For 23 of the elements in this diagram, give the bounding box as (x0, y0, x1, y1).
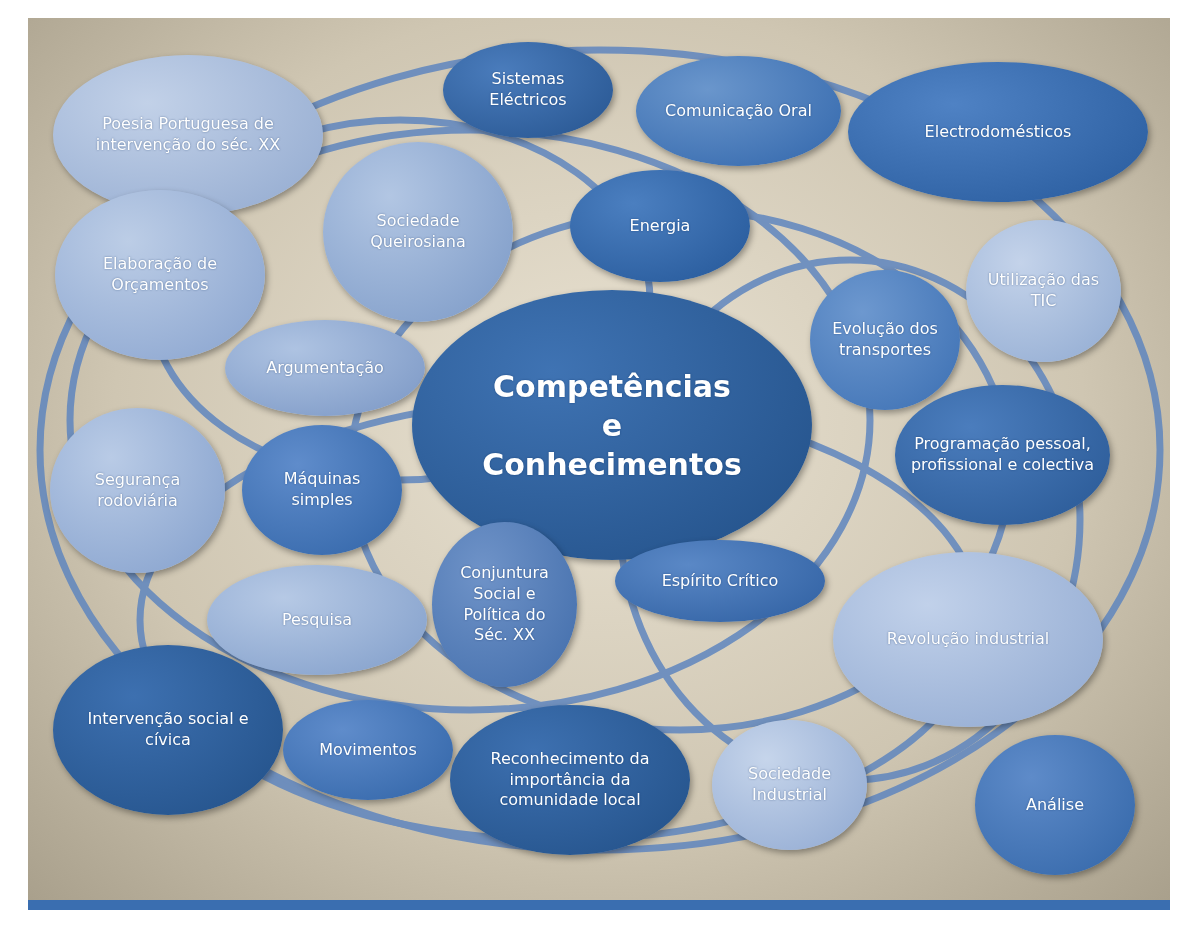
topic-label: Máquinas simples (282, 469, 362, 511)
topic-label: Energia (629, 215, 691, 237)
topic-label: Utilização das TIC (986, 270, 1101, 312)
topic-label: Revolução industrial (886, 629, 1050, 650)
topic-label: Argumentação (266, 357, 384, 379)
topic-label: Segurança rodoviária (93, 469, 182, 512)
topic-label: Comunicação Oral (665, 100, 812, 122)
central-topic-label: Competências e Conhecimentos (482, 367, 742, 484)
topic-label: Reconhecimento da importância da comunidade local (489, 748, 651, 812)
topic-label: Sociedade Queirosiana (369, 211, 467, 253)
topic-label: Evolução dos transportes (831, 319, 939, 361)
topic-label: Espírito Crítico (661, 570, 779, 592)
topic-label: Sistemas Eléctricos (488, 69, 568, 111)
topic-label: Electrodomésticos (924, 121, 1072, 143)
topic-label: Conjuntura Social e Política do Séc. XX (459, 562, 550, 647)
topic-label: Análise (1026, 794, 1084, 816)
topic-label: Intervenção social e cívica (86, 709, 250, 751)
topic-label: Pesquisa (281, 609, 353, 631)
topic-label: Sociedade Industrial (747, 764, 832, 806)
topic-label: Elaboração de Orçamentos (101, 254, 219, 296)
topic-label: Programação pessoal, profissional e colectiva (910, 434, 1095, 476)
topic-label: Poesia Portuguesa de intervenção do séc. XX (94, 114, 282, 156)
topic-label: Movimentos (319, 739, 417, 761)
